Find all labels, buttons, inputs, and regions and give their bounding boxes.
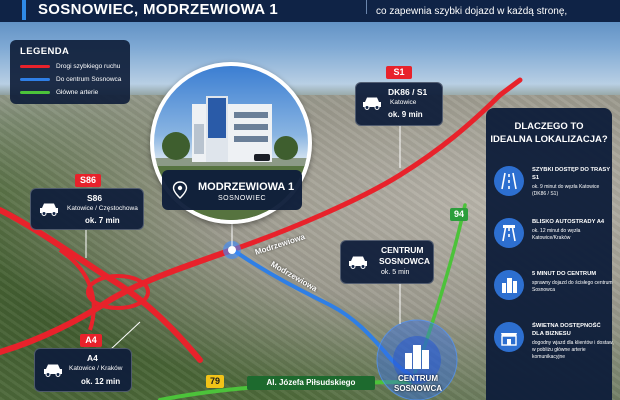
card-title: CENTRUM xyxy=(381,245,424,255)
feature-desc: dogodny wjazd dla klientów i dostaw, w p… xyxy=(532,340,614,360)
header-bar: SOSNOWIEC, MODRZEWIOWA 1 co zapewnia szy… xyxy=(0,0,620,22)
avenue-label: Al. Józefa Piłsudskiego xyxy=(247,376,375,390)
route-94 xyxy=(413,203,467,374)
legend-title: LEGENDA xyxy=(20,46,70,57)
card-title: DK86 / S1 xyxy=(388,87,428,97)
page-title: SOSNOWIEC, MODRZEWIOWA 1 xyxy=(38,1,278,18)
city-icon xyxy=(494,270,524,300)
legend-item-expressway: Drogi szybkiego ruchu xyxy=(20,63,120,70)
legend-label: Drogi szybkiego ruchu xyxy=(56,63,121,70)
legend-swatch-blue xyxy=(20,78,50,81)
legend-label: Główne arterie xyxy=(56,89,99,96)
route-a4 xyxy=(0,247,235,355)
side-panel: DLACZEGO TO IDEALNA LOKALIZACJA? SZYBKI … xyxy=(486,108,614,400)
card-dk86[interactable]: DK86 / S1 Katowice ok. 9 min xyxy=(355,82,443,126)
badge-s86: S86 xyxy=(75,174,101,187)
badge-s1: S1 xyxy=(386,66,412,79)
badge-a4: A4 xyxy=(80,334,102,347)
card-time: ok. 12 min xyxy=(81,377,121,386)
route-s1 xyxy=(229,77,523,253)
centrum-map-label-2: SOSNOWCA xyxy=(394,384,442,393)
card-time: ok. 9 min xyxy=(388,110,423,119)
feature-title: SZYBKI DOSTĘP DO TRASY S1 xyxy=(532,167,611,181)
card-title: A4 xyxy=(87,353,98,363)
centrum-map-label: CENTRUM SOSNOWCA xyxy=(388,374,448,394)
card-sub: Katowice / Częstochowa xyxy=(67,205,138,212)
side-panel-title: DLACZEGO TO IDEALNA LOKALIZACJA? xyxy=(486,120,612,146)
car-icon xyxy=(363,97,381,110)
legend-swatch-red xyxy=(20,65,50,68)
legend-item-centrum: Do centrum Sosnowca xyxy=(20,76,121,83)
card-title-2: SOSNOWCA xyxy=(379,256,430,266)
feature-title: ŚWIETNA DOSTĘPNOŚĆ DLA BIZNESU xyxy=(532,323,601,337)
legend: LEGENDA Drogi szybkiego ruchu Do centrum… xyxy=(10,40,130,104)
shop-icon xyxy=(494,322,524,352)
badge-94: 94 xyxy=(450,208,468,221)
card-s86[interactable]: S86 Katowice / Częstochowa ok. 7 min xyxy=(30,188,144,230)
card-time: ok. 7 min xyxy=(85,216,120,225)
page-subtitle: co zapewnia szybki dojazd w każdą stronę… xyxy=(376,6,568,17)
card-a4[interactable]: A4 Katowice / Kraków ok. 12 min xyxy=(34,348,132,392)
badge-79: 79 xyxy=(206,375,224,388)
card-sub: Katowice xyxy=(390,99,417,106)
feature-desc: sprawny dojazd do ścisłego centrum Sosno… xyxy=(532,280,613,293)
card-title: S86 xyxy=(87,193,103,203)
card-time: ok. 5 min xyxy=(381,269,410,276)
pin-icon xyxy=(172,181,188,199)
highway-icon xyxy=(494,166,524,196)
location-title: MODRZEWIOWA 1 xyxy=(198,181,295,193)
header-accent xyxy=(22,0,26,20)
car-icon xyxy=(40,203,58,216)
card-sub: Katowice / Kraków xyxy=(69,365,123,372)
feature-title: BLISKO AUTOSTRADY A4 xyxy=(532,219,605,225)
car-icon xyxy=(349,256,367,269)
car-icon xyxy=(44,364,62,377)
motorway-icon xyxy=(494,218,524,248)
legend-item-arteries: Główne arterie xyxy=(20,89,98,96)
city-building-icon xyxy=(405,345,429,369)
legend-label: Do centrum Sosnowca xyxy=(56,76,122,83)
side-title-line1: DLACZEGO TO xyxy=(514,121,584,132)
header-divider xyxy=(366,0,367,14)
interchange xyxy=(86,274,150,310)
feature-title: 5 MINUT DO CENTRUM xyxy=(532,271,597,277)
card-centrum[interactable]: CENTRUM SOSNOWCA ok. 5 min xyxy=(340,240,434,284)
feature-desc: ok. 9 minut do węzła Katowice (DK86 / S1… xyxy=(532,184,600,197)
legend-swatch-green xyxy=(20,91,50,94)
side-title-line2: IDEALNA LOKALIZACJA? xyxy=(490,134,608,145)
centrum-map-label-1: CENTRUM xyxy=(398,374,438,383)
feature-desc: ok. 12 minut do węzła Katowice/Kraków xyxy=(532,228,581,241)
location-card[interactable]: MODRZEWIOWA 1 SOSNOWIEC xyxy=(162,170,302,210)
location-subtitle: SOSNOWIEC xyxy=(218,195,267,202)
